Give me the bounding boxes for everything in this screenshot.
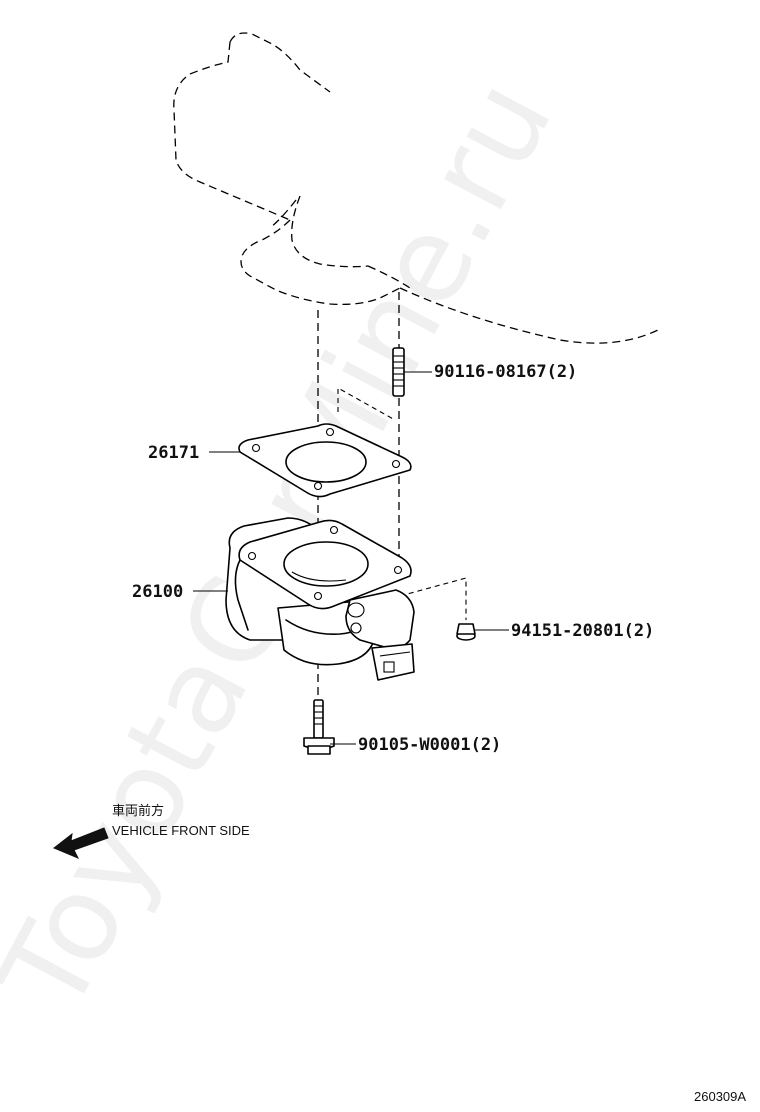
diagram-code: 260309A: [694, 1089, 746, 1104]
part-label-nut[interactable]: 94151-20801(2): [511, 621, 654, 641]
vehicle-front-indicator: 車両前方 VEHICLE FRONT SIDE: [53, 803, 250, 859]
flange-nut: [456, 623, 476, 641]
direction-label-japanese: 車両前方: [112, 803, 164, 818]
part-label-gasket[interactable]: 26171: [148, 443, 199, 463]
gasket: [238, 423, 412, 498]
stud-bolt: [392, 347, 405, 397]
direction-label-english: VEHICLE FRONT SIDE: [112, 823, 250, 838]
part-label-throttle-body[interactable]: 26100: [132, 582, 183, 602]
intake-manifold-outline: [173, 32, 663, 344]
throttle-body: [225, 517, 415, 681]
leader-lines: [193, 371, 509, 745]
front-arrow-icon: [53, 827, 109, 859]
part-label-bolt[interactable]: 90105-W0001(2): [358, 735, 501, 755]
part-label-stud[interactable]: 90116-08167(2): [434, 362, 577, 382]
flange-bolt: [303, 699, 335, 755]
